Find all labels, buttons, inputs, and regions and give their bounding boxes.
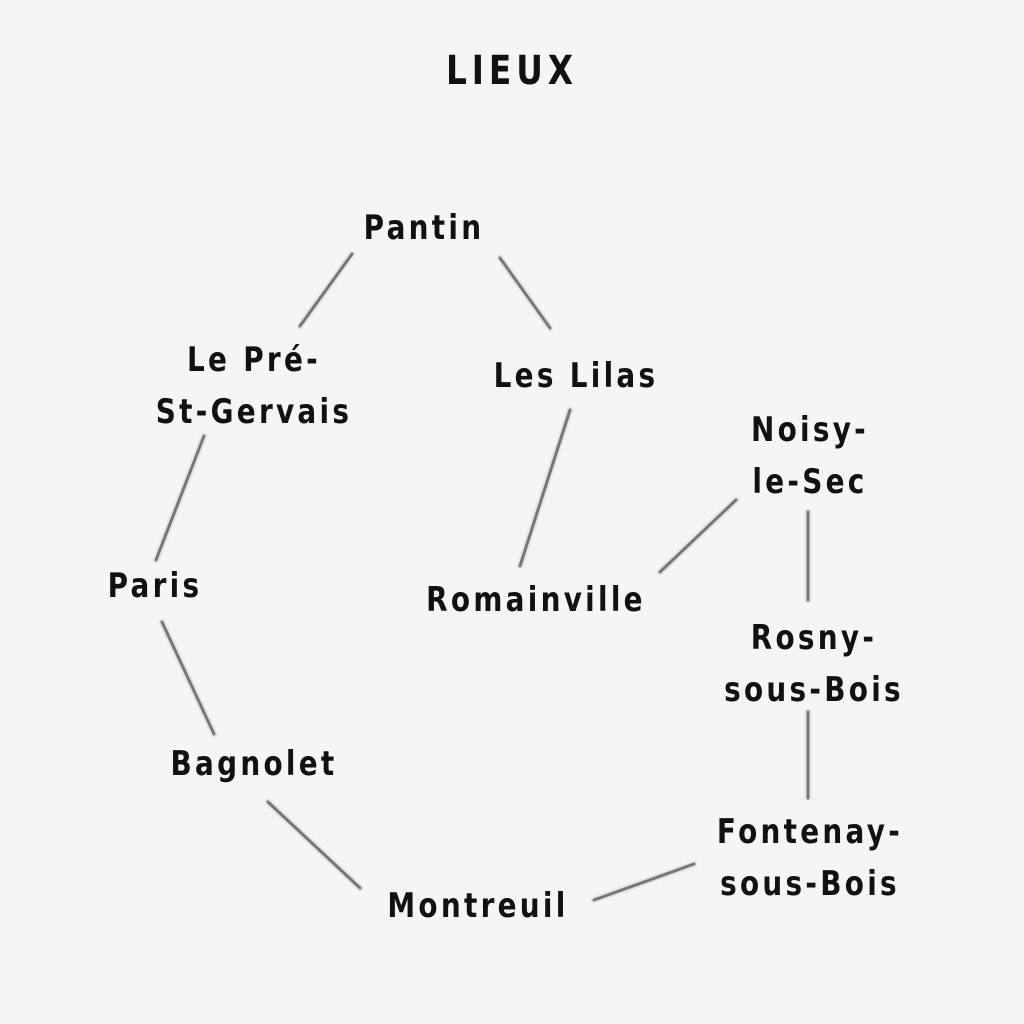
- node-label-line: Noisy-: [750, 410, 870, 450]
- node-label-line: Paris: [107, 566, 203, 606]
- node-label-line: Bagnolet: [170, 744, 338, 784]
- node-pantin: Pantin: [293, 202, 555, 254]
- node-label-line: Montreuil: [387, 886, 569, 926]
- node-paris: Paris: [24, 560, 286, 612]
- node-label-line: Les Lilas: [493, 356, 659, 396]
- node-label-line: Fontenay-: [716, 812, 904, 852]
- node-les-lilas: Les Lilas: [445, 350, 707, 402]
- edge-paris-to-bagnolet: [160, 620, 216, 736]
- edge-les-lilas-to-romainville: [518, 408, 572, 568]
- node-label-line: sous-Bois: [720, 864, 900, 904]
- edge-pantin-to-les-lilas: [498, 256, 552, 330]
- node-label-line: sous-Bois: [724, 670, 904, 710]
- edge-romainville-to-noisy-le-sec: [658, 498, 738, 574]
- edge-montreuil-to-fontenay-sous-bois: [592, 862, 696, 902]
- diagram-title: LIEUX: [445, 48, 579, 94]
- node-rosny-sous-bois: Rosny- sous-Bois: [683, 612, 945, 716]
- edge-pantin-to-le-pre-st-gervais: [298, 252, 354, 328]
- node-montreuil: Montreuil: [347, 880, 609, 932]
- node-noisy-le-sec: Noisy- le-Sec: [679, 404, 941, 508]
- node-bagnolet: Bagnolet: [123, 738, 385, 790]
- node-label-line: le-Sec: [752, 462, 868, 502]
- node-label-line: Rosny-: [750, 618, 878, 658]
- edge-le-pre-st-gervais-to-paris: [154, 434, 206, 562]
- node-fontenay-sous-bois: Fontenay- sous-Bois: [679, 806, 941, 910]
- node-romainville: Romainville: [405, 574, 667, 626]
- edge-bagnolet-to-montreuil: [266, 800, 362, 890]
- node-label-line: Pantin: [363, 208, 485, 248]
- node-label-line: Le Pré-: [186, 340, 321, 380]
- node-label-line: St-Gervais: [155, 392, 353, 432]
- node-label-line: Romainville: [426, 580, 646, 620]
- node-le-pre-st-gervais: Le Pré- St-Gervais: [123, 334, 385, 438]
